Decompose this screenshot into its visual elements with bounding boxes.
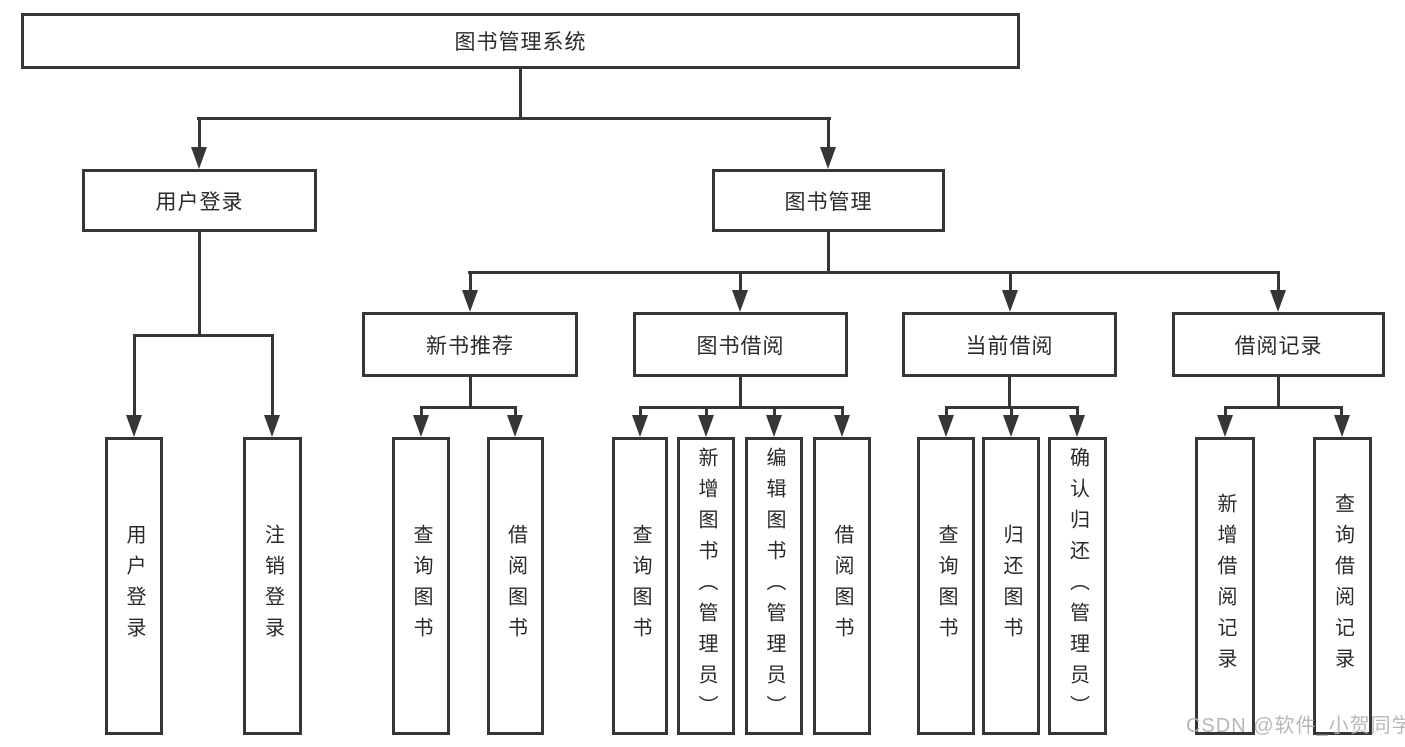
connector-arrowhead xyxy=(820,147,836,169)
connector-vline xyxy=(739,271,742,293)
connector-arrowhead xyxy=(1217,415,1233,437)
connector-hline xyxy=(133,334,274,337)
csdn-watermark: CSDN @软件_小贺同学 xyxy=(1186,715,1405,737)
connector-vline xyxy=(133,334,136,417)
connector-arrowhead xyxy=(1003,415,1019,437)
connector-arrowhead xyxy=(698,415,714,437)
node-library-management-system: 图书管理系统 xyxy=(21,13,1020,69)
connector-arrowhead xyxy=(938,415,954,437)
connector-arrowhead xyxy=(507,415,523,437)
connector-arrowhead xyxy=(1334,415,1350,437)
connector-vline xyxy=(705,406,708,418)
connector-vline xyxy=(739,375,742,409)
leaf-confirm-return-admin: 确认归还（管理员） xyxy=(1048,437,1107,735)
connector-arrowhead xyxy=(191,147,207,169)
connector-arrowhead xyxy=(834,415,850,437)
connector-vline xyxy=(1009,271,1012,293)
connector-vline xyxy=(519,67,522,119)
connector-arrowhead xyxy=(766,415,782,437)
node-user-login: 用户登录 xyxy=(82,169,317,232)
connector-arrowhead xyxy=(632,415,648,437)
leaf-borrow-books-recommend: 借阅图书 xyxy=(487,437,544,735)
connector-vline xyxy=(1010,406,1013,418)
node-book-management: 图书管理 xyxy=(712,169,945,232)
leaf-borrow-books-borrowing: 借阅图书 xyxy=(813,437,871,735)
connector-vline xyxy=(198,117,201,150)
connector-arrowhead xyxy=(1069,415,1085,437)
connector-arrowhead xyxy=(264,415,280,437)
connector-hline xyxy=(197,117,831,120)
leaf-edit-book-admin: 编辑图书（管理员） xyxy=(745,437,803,735)
connector-vline xyxy=(773,406,776,418)
node-book-borrowing: 图书借阅 xyxy=(633,312,848,377)
leaf-query-books-borrowing: 查询图书 xyxy=(612,437,668,735)
connector-hline xyxy=(639,406,844,409)
connector-vline xyxy=(420,406,423,418)
connector-vline xyxy=(1224,406,1227,418)
connector-arrowhead xyxy=(732,290,748,312)
connector-arrowhead xyxy=(413,415,429,437)
leaf-add-book-admin: 新增图书（管理员） xyxy=(677,437,735,735)
leaf-query-borrow-record: 查询借阅记录 xyxy=(1313,437,1372,735)
connector-arrowhead xyxy=(1002,290,1018,312)
leaf-logout: 注销登录 xyxy=(243,437,302,735)
connector-vline xyxy=(469,375,472,409)
connector-hline xyxy=(420,406,517,409)
connector-vline xyxy=(198,230,201,336)
connector-arrowhead xyxy=(462,290,478,312)
leaf-add-borrow-record: 新增借阅记录 xyxy=(1195,437,1255,735)
connector-vline xyxy=(639,406,642,418)
leaf-user-login: 用户登录 xyxy=(105,437,163,735)
connector-vline xyxy=(1277,375,1280,409)
connector-vline xyxy=(469,271,472,293)
connector-vline xyxy=(945,406,948,418)
node-new-book-recommend: 新书推荐 xyxy=(362,312,578,377)
connector-arrowhead xyxy=(1270,290,1286,312)
connector-arrowhead xyxy=(126,415,142,437)
leaf-query-books-recommend: 查询图书 xyxy=(392,437,450,735)
connector-vline xyxy=(514,406,517,418)
connector-vline xyxy=(1277,271,1280,293)
connector-vline xyxy=(1076,406,1079,418)
node-borrowing-records: 借阅记录 xyxy=(1172,312,1385,377)
connector-vline xyxy=(1340,406,1343,418)
connector-hline xyxy=(468,271,1280,274)
connector-vline xyxy=(827,230,830,274)
connector-hline xyxy=(1224,406,1342,409)
connector-vline xyxy=(1008,375,1011,409)
connector-vline xyxy=(827,117,830,150)
connector-vline xyxy=(841,406,844,418)
leaf-query-books-current: 查询图书 xyxy=(917,437,975,735)
connector-vline xyxy=(271,334,274,417)
leaf-return-books: 归还图书 xyxy=(982,437,1040,735)
node-current-borrowing: 当前借阅 xyxy=(902,312,1117,377)
